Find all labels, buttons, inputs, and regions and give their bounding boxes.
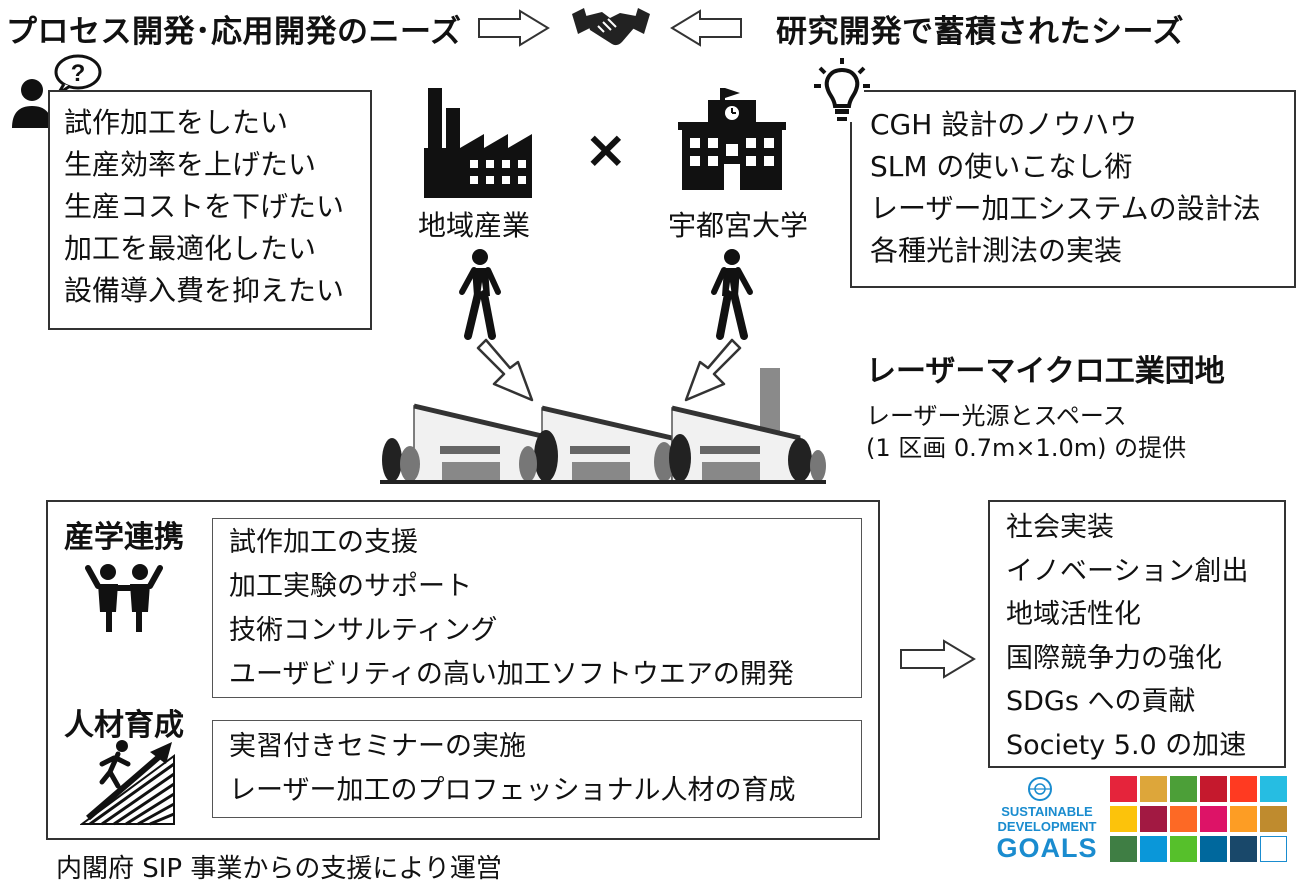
outcome-item: 国際競争力の強化 — [1006, 642, 1222, 674]
needs-item: 生産コストを下げたい — [64, 190, 345, 223]
industry-item: 試作加工の支援 — [229, 527, 418, 558]
sdg-line2: DEVELOPMENT — [997, 819, 1097, 834]
university-icon — [678, 88, 786, 190]
walking-person-icon — [459, 249, 501, 340]
right-arrow-icon — [478, 9, 550, 47]
sdg-goal-tile — [1230, 806, 1257, 832]
needs-list: 試作加工をしたい 生産効率を上げたい 生産コストを下げたい 加工を最適化したい … — [64, 102, 370, 312]
down-left-arrow-icon — [684, 338, 742, 402]
stair-climb-icon — [80, 740, 175, 826]
left-arrow-icon — [670, 9, 742, 47]
talent-item: レーザー加工のプロフェッショナル人材の育成 — [229, 775, 796, 806]
sdg-goal-tile — [1110, 836, 1137, 862]
sdg-goal-tile — [1140, 776, 1167, 802]
local-industry-label: 地域産業 — [418, 209, 531, 242]
walking-person-icon — [711, 249, 753, 340]
svg-text:?: ? — [71, 60, 86, 87]
seeds-item: CGH 設計のノウハウ — [870, 108, 1138, 141]
sdg-goal-tile — [1260, 776, 1287, 802]
needs-item: 生産効率を上げたい — [64, 148, 317, 181]
outcome-item: 地域活性化 — [1006, 599, 1141, 630]
needs-item: 試作加工をしたい — [64, 106, 289, 139]
outcome-item: SDGs への貢献 — [1006, 686, 1196, 717]
sdg-goal-tile — [1200, 836, 1227, 862]
collaboration-people-icon — [85, 564, 163, 632]
sdg-goal-tile — [1140, 806, 1167, 832]
sdg-goal-tile — [1140, 836, 1167, 862]
sdg-line1: SUSTAINABLE — [1001, 804, 1093, 819]
right-arrow-icon — [900, 639, 976, 679]
talent-items-box: 実習付きセミナーの実施 レーザー加工のプロフェッショナル人材の育成 — [212, 720, 862, 818]
industry-academia-title: 産学連携 — [64, 520, 184, 555]
seeds-item: レーザー加工システムの設計法 — [870, 192, 1261, 225]
sdg-line3: GOALS — [996, 833, 1098, 863]
industry-item: 加工実験のサポート — [229, 571, 472, 602]
outcomes-list: 社会実装 イノベーション創出 地域活性化 国際競争力の強化 SDGs への貢献 … — [1006, 506, 1284, 767]
sdg-goal-tile — [1260, 836, 1287, 862]
seeds-title: 研究開発で蓄積されたシーズ — [776, 14, 1184, 50]
needs-title: プロセス開発･応用開発のニーズ — [6, 14, 462, 50]
industry-items-box: 試作加工の支援 加工実験のサポート 技術コンサルティング ユーザビリティの高い加… — [212, 518, 862, 698]
industry-list: 試作加工の支援 加工実験のサポート 技術コンサルティング ユーザビリティの高い加… — [229, 521, 861, 697]
down-right-arrow-icon — [476, 338, 534, 402]
talent-title: 人材育成 — [64, 708, 184, 743]
times-symbol: × — [584, 120, 628, 180]
outcome-item: 社会実装 — [1006, 512, 1114, 543]
industry-item: ユーザビリティの高い加工ソフトウエアの開発 — [229, 659, 794, 690]
seeds-item: 各種光計測法の実装 — [870, 234, 1123, 267]
park-desc-line1: レーザー光源とスペース — [866, 402, 1127, 430]
user-question-icon: ? — [12, 54, 102, 128]
seeds-box: CGH 設計のノウハウ SLM の使いこなし術 レーザー加工システムの設計法 各… — [850, 90, 1296, 288]
sdg-goal-tile — [1170, 776, 1197, 802]
sdg-goal-tile — [1110, 806, 1137, 832]
sdg-goal-tile — [1230, 776, 1257, 802]
laser-micro-industrial-park-illustration — [380, 368, 826, 484]
sdg-logo-text: SUSTAINABLE DEVELOPMENT GOALS — [994, 804, 1100, 863]
talent-list: 実習付きセミナーの実施 レーザー加工のプロフェッショナル人材の育成 — [229, 725, 861, 813]
park-desc-line2: (1 区画 0.7m×1.0m) の提供 — [866, 434, 1187, 462]
seeds-list: CGH 設計のノウハウ SLM の使いこなし術 レーザー加工システムの設計法 各… — [870, 104, 1294, 272]
funding-note: 内閣府 SIP 事業からの支援により運営 — [56, 854, 502, 884]
needs-item: 加工を最適化したい — [64, 232, 317, 265]
lightbulb-icon — [814, 58, 870, 122]
sdg-goal-tile — [1170, 836, 1197, 862]
un-emblem-icon — [1028, 777, 1052, 801]
sdg-goal-tile — [1200, 806, 1227, 832]
outcome-item: イノベーション創出 — [1006, 555, 1249, 587]
sdg-goal-tile — [1200, 776, 1227, 802]
seeds-item: SLM の使いこなし術 — [870, 150, 1133, 183]
sdg-goal-tile — [1260, 806, 1287, 832]
university-label: 宇都宮大学 — [668, 209, 809, 242]
outcome-item: Society 5.0 の加速 — [1006, 729, 1247, 761]
needs-item: 設備導入費を抑えたい — [64, 274, 345, 307]
handshake-icon — [572, 8, 650, 46]
needs-box: 試作加工をしたい 生産効率を上げたい 生産コストを下げたい 加工を最適化したい … — [48, 90, 372, 330]
sdg-goal-tile — [1170, 806, 1197, 832]
sdg-goal-tile — [1230, 836, 1257, 862]
industry-item: 技術コンサルティング — [229, 615, 498, 646]
talent-item: 実習付きセミナーの実施 — [229, 731, 526, 762]
sdg-goal-tile — [1110, 776, 1137, 802]
sdg-goals-grid — [1110, 776, 1290, 864]
park-title: レーザーマイクロ工業団地 — [866, 354, 1225, 389]
factory-icon — [424, 88, 532, 198]
outcomes-box: 社会実装 イノベーション創出 地域活性化 国際競争力の強化 SDGs への貢献 … — [988, 500, 1286, 768]
